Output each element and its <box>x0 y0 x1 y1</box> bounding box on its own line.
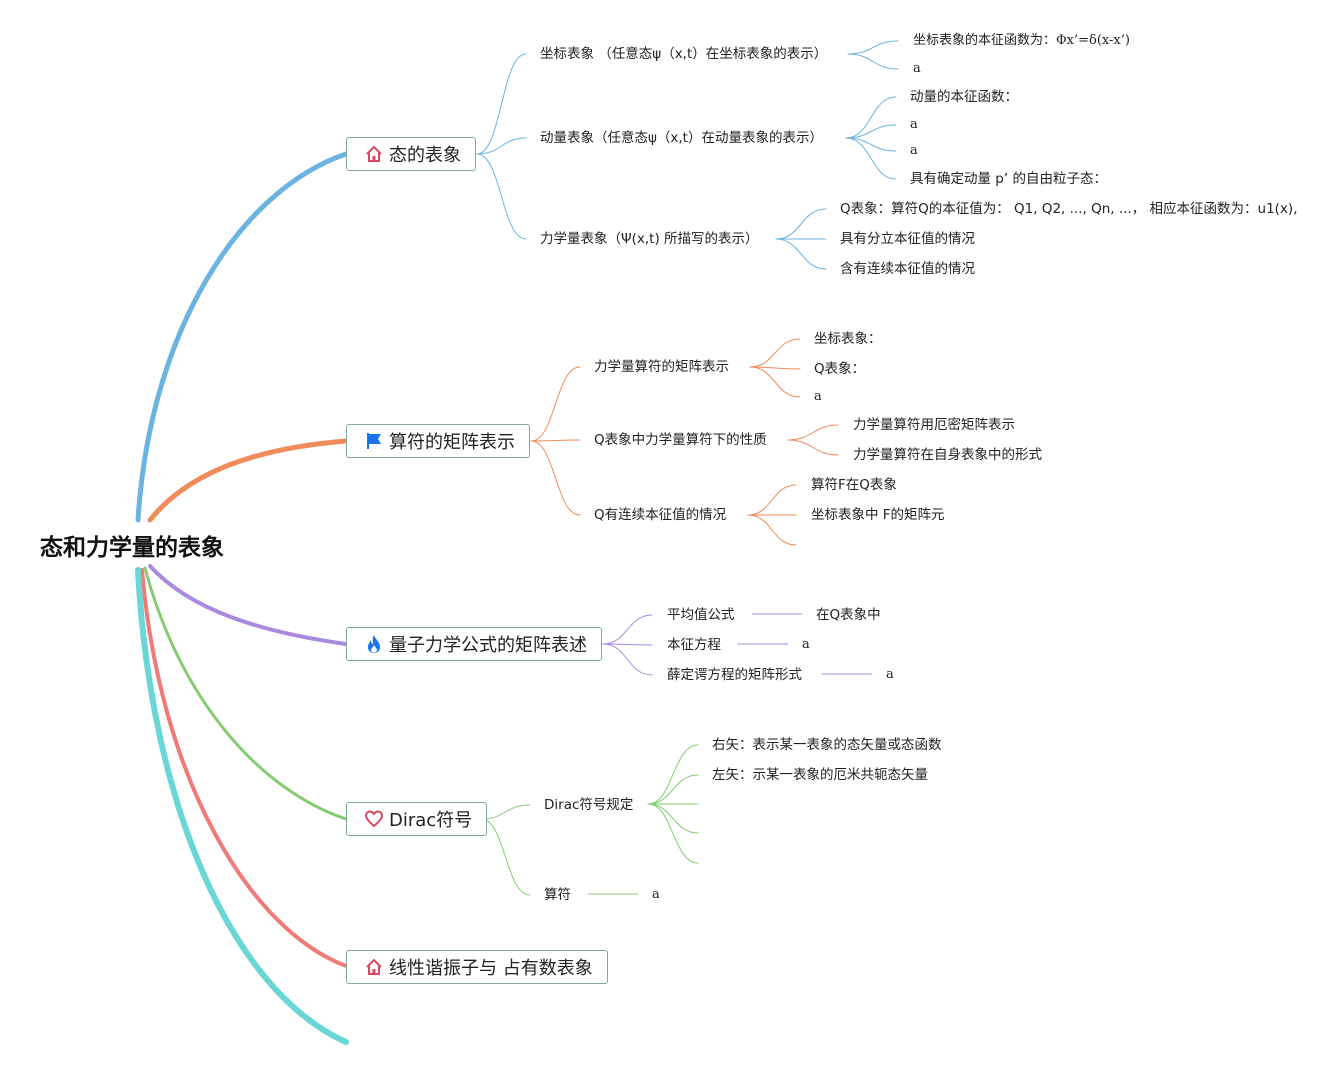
leaf-node[interactable]: 坐标表象中 F的矩阵元 <box>811 507 945 523</box>
leaf-node[interactable]: Q表象： <box>814 361 866 377</box>
connector-line <box>530 439 581 442</box>
node-dirac-rules[interactable]: Dirac符号规定 <box>544 797 634 813</box>
leaf-node[interactable]: a <box>652 887 660 902</box>
connector-line <box>476 53 527 155</box>
connector-line <box>747 514 797 546</box>
connector-line <box>476 137 527 155</box>
leaf-node[interactable]: a <box>802 637 810 652</box>
leaf-node[interactable]: 左矢：示某一表象的厄米共轭态矢量 <box>712 767 928 783</box>
connector-line <box>480 818 531 896</box>
connector-line <box>847 40 899 55</box>
connector-line <box>747 484 797 516</box>
connector-line <box>787 439 839 456</box>
leaf-node[interactable]: a <box>886 667 894 682</box>
connector-line <box>775 208 827 240</box>
leaf-node[interactable]: 力学量算符用厄密矩阵表示 <box>853 417 1015 433</box>
connector-line <box>847 53 899 70</box>
heart-icon <box>363 808 385 830</box>
connector-line <box>647 803 699 864</box>
node-momentum-representation[interactable]: 动量表象（任意态ψ（x,t）在动量表象的表示） <box>540 130 823 146</box>
connector-line <box>845 124 897 139</box>
branch-topic-harmonic-oscillator[interactable]: 线性谐振子与 占有数表象 <box>346 950 608 984</box>
leaf-node[interactable]: 右矢：表示某一表象的态矢量或态函数 <box>712 737 942 753</box>
leaf-node[interactable]: 动量的本征函数： <box>910 89 1018 105</box>
leaf-node[interactable]: a <box>910 117 918 132</box>
leaf-node[interactable]: a <box>814 389 822 404</box>
main-branch-line <box>135 567 349 1045</box>
branch-label: 线性谐振子与 占有数表象 <box>389 958 593 979</box>
connector-line <box>647 774 699 805</box>
home-icon <box>363 143 385 165</box>
connector-line <box>476 153 527 240</box>
branch-topic-matrix-formulation[interactable]: 量子力学公式的矩阵表述 <box>346 627 602 661</box>
node-continuous-eigenvalues[interactable]: Q有连续本征值的情况 <box>594 507 727 523</box>
leaf-node[interactable]: 具有确定动量 p’ 的自由粒子态： <box>910 171 1107 187</box>
branch-label: 量子力学公式的矩阵表述 <box>389 635 587 656</box>
main-branch-line <box>143 566 348 821</box>
node-observable-representation[interactable]: 力学量表象（Ψ(x,t) 所描写的表示） <box>540 231 759 247</box>
branch-topic-operator-matrix[interactable]: 算符的矩阵表示 <box>346 424 530 458</box>
branch-label: 态的表象 <box>389 145 461 166</box>
home-icon <box>363 956 385 978</box>
leaf-node[interactable]: a <box>913 61 921 76</box>
connector-line <box>749 366 801 398</box>
leaf-node[interactable]: 在Q表象中 <box>816 607 881 623</box>
leaf-node[interactable]: 算符F在Q表象 <box>811 477 897 493</box>
leaf-node[interactable]: Q表象：算符Q的本征值为： Q1, Q2, ..., Qn, ...， 相应本征… <box>840 201 1298 217</box>
branch-label: Dirac符号 <box>389 810 473 831</box>
branch-topic-dirac-notation[interactable]: Dirac符号 <box>346 802 488 836</box>
connector-line <box>845 96 897 139</box>
node-operator-matrix[interactable]: 力学量算符的矩阵表示 <box>594 359 729 375</box>
node-average-value[interactable]: 平均值公式 <box>667 607 735 623</box>
root-topic: 态和力学量的表象 <box>40 535 224 561</box>
node-operator-properties[interactable]: Q表象中力学量算符下的性质 <box>594 432 767 448</box>
main-branch-line <box>140 568 348 968</box>
leaf-node[interactable]: 具有分立本征值的情况 <box>840 231 975 247</box>
connector-line <box>530 366 581 442</box>
leaf-node[interactable]: 力学量算符在自身表象中的形式 <box>853 447 1042 463</box>
leaf-node[interactable]: 坐标表象的本征函数为：Φx’=δ(x-x’) <box>913 33 1130 48</box>
connector-line <box>530 440 581 516</box>
main-branch-line <box>147 438 349 523</box>
node-operator[interactable]: 算符 <box>544 887 571 903</box>
connector-line <box>647 744 699 805</box>
connector-line <box>602 614 653 645</box>
connector-line <box>602 643 653 646</box>
fire-icon <box>363 633 385 655</box>
connector-line <box>749 338 801 368</box>
leaf-node[interactable]: 含有连续本征值的情况 <box>840 261 975 277</box>
branch-topic-state-representation[interactable]: 态的表象 <box>346 137 476 171</box>
node-schrodinger-matrix[interactable]: 薛定谔方程的矩阵形式 <box>667 667 802 683</box>
leaf-node[interactable]: 坐标表象： <box>814 331 882 347</box>
connector-line <box>775 238 827 270</box>
connector-line <box>480 804 531 820</box>
connector-line <box>845 137 897 180</box>
connector-line <box>787 424 839 441</box>
branch-label: 算符的矩阵表示 <box>389 432 515 453</box>
leaf-node[interactable]: a <box>910 143 918 158</box>
node-coordinate-representation[interactable]: 坐标表象 （任意态ψ（x,t）在坐标表象的表示） <box>540 46 828 62</box>
connector-line <box>602 643 653 676</box>
main-branch-line <box>148 564 348 646</box>
flag-icon <box>363 430 385 452</box>
main-branch-line <box>135 151 349 523</box>
node-eigen-equation[interactable]: 本征方程 <box>667 637 721 653</box>
connector-line <box>647 803 699 834</box>
